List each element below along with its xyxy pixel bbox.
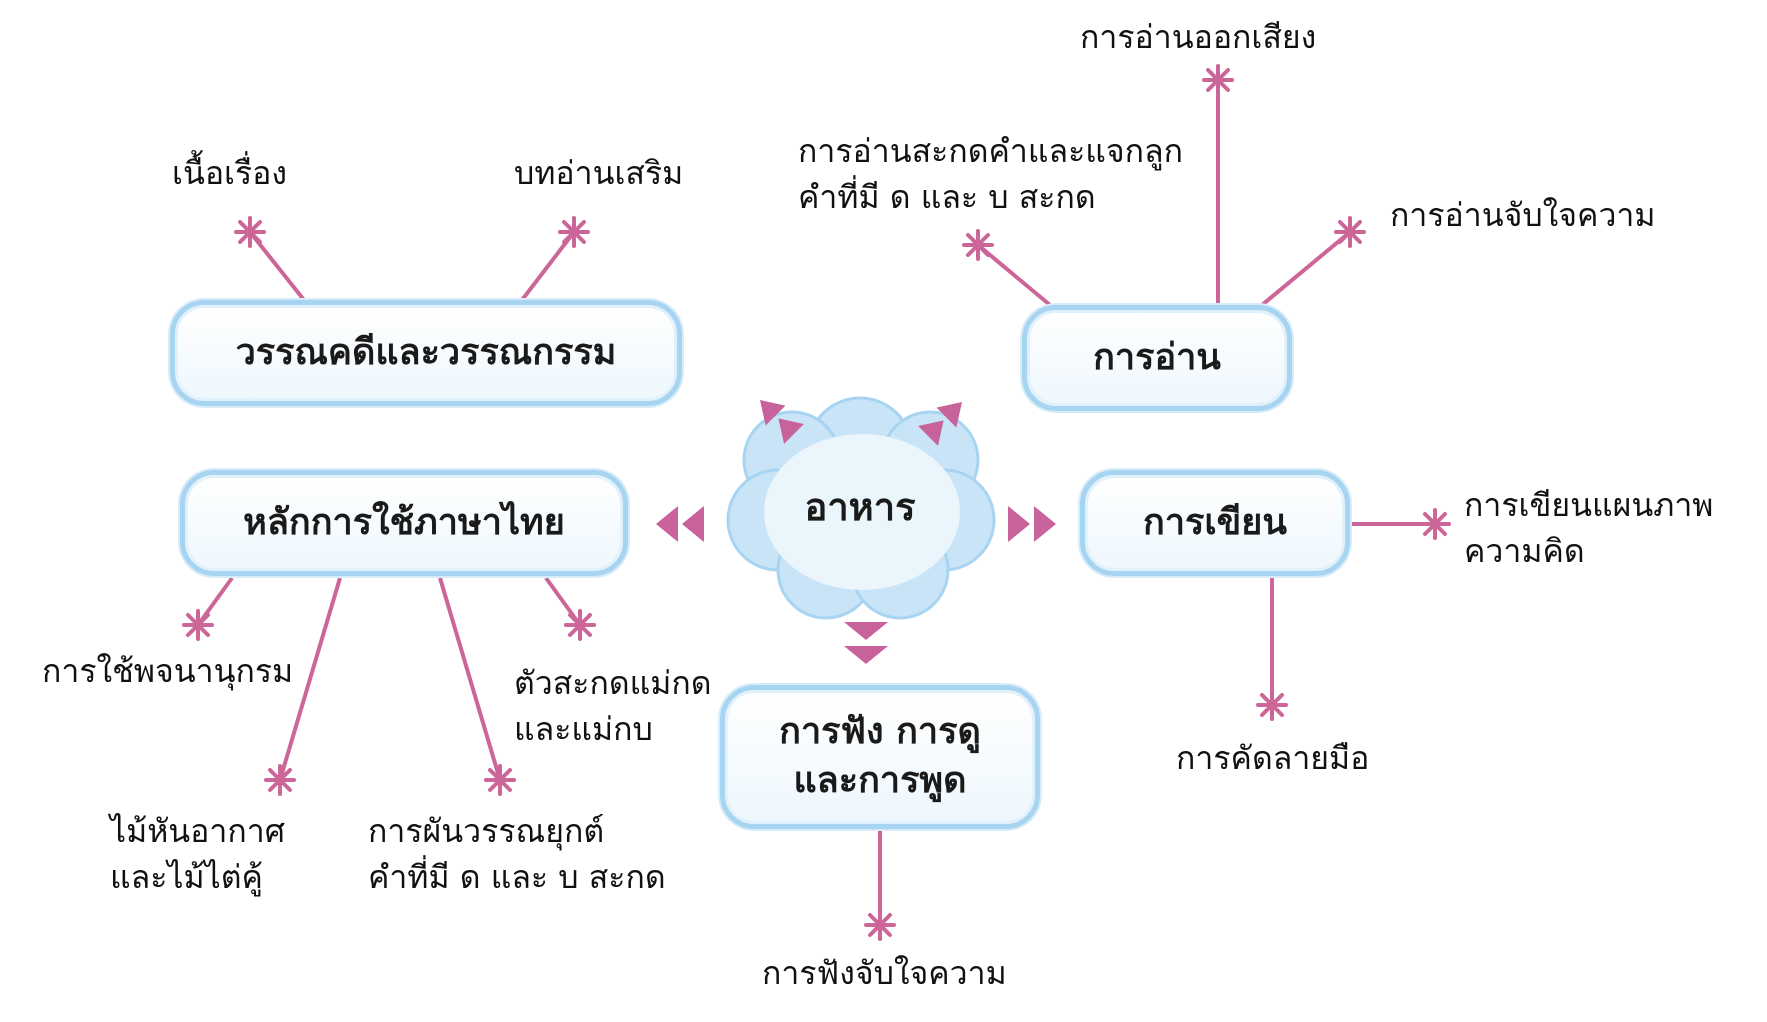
leaf-supplementary-reading: บทอ่านเสริม xyxy=(514,154,684,192)
asterisk-icon xyxy=(1334,216,1366,248)
asterisk-icon xyxy=(558,216,590,248)
leaf-tone-conjugation: การผันวรรณยุกต์ คำที่มี ด และ บ สะกด xyxy=(368,812,666,897)
asterisk-icon xyxy=(1256,689,1288,721)
asterisk-icon xyxy=(484,764,516,796)
leaf-dictionary-use: การใช้พจนานุกรม xyxy=(42,652,294,690)
leaf-reading-comprehension: การอ่านจับใจความ xyxy=(1390,196,1656,234)
branch-grammar-box: หลักการใช้ภาษาไทย xyxy=(180,470,628,576)
center-topic-label: อาหาร xyxy=(804,484,916,529)
branch-reading-box: การอ่าน xyxy=(1022,305,1292,411)
asterisk-icon xyxy=(1419,508,1451,540)
cloud-shape xyxy=(726,396,996,620)
leaf-mind-map-writing: การเขียนแผนภาพ ความคิด xyxy=(1464,486,1714,571)
asterisk-icon xyxy=(182,609,214,641)
leaf-listening-comprehension: การฟังจับใจความ xyxy=(762,954,1007,992)
leaf-story: เนื้อเรื่อง xyxy=(172,154,287,192)
asterisk-icon xyxy=(864,909,896,941)
leaf-reading-aloud: การอ่านออกเสียง xyxy=(1080,18,1317,56)
asterisk-icon xyxy=(234,216,266,248)
asterisk-icon xyxy=(1202,64,1234,96)
branch-literature-box: วรรณคดีและวรรณกรรม xyxy=(170,300,682,406)
leaf-final-consonants: ตัวสะกดแม่กด และแม่กบ xyxy=(514,664,712,749)
asterisk-icon xyxy=(564,609,596,641)
leaf-mai-han-akat: ไม้หันอากาศ และไม้ไต่คู้ xyxy=(110,812,285,897)
arrow-up-right-icon xyxy=(918,402,962,446)
arrow-left-icon xyxy=(656,506,704,542)
connector-lines xyxy=(196,80,1435,925)
leaf-handwriting: การคัดลายมือ xyxy=(1176,739,1370,777)
arrow-down-icon xyxy=(844,622,888,664)
asterisk-icon xyxy=(962,229,994,261)
arrow-markers xyxy=(656,400,1056,664)
leaf-spelling-reading: การอ่านสะกดคำและแจกลูก คำที่มี ด และ บ ส… xyxy=(798,132,1183,217)
branch-writing-box: การเขียน xyxy=(1080,470,1350,576)
arrow-up-left-icon xyxy=(760,400,804,444)
asterisk-icon xyxy=(264,764,296,796)
arrow-right-icon xyxy=(1008,506,1056,542)
branch-listening-box: การฟัง การดู และการพูด xyxy=(720,685,1040,829)
